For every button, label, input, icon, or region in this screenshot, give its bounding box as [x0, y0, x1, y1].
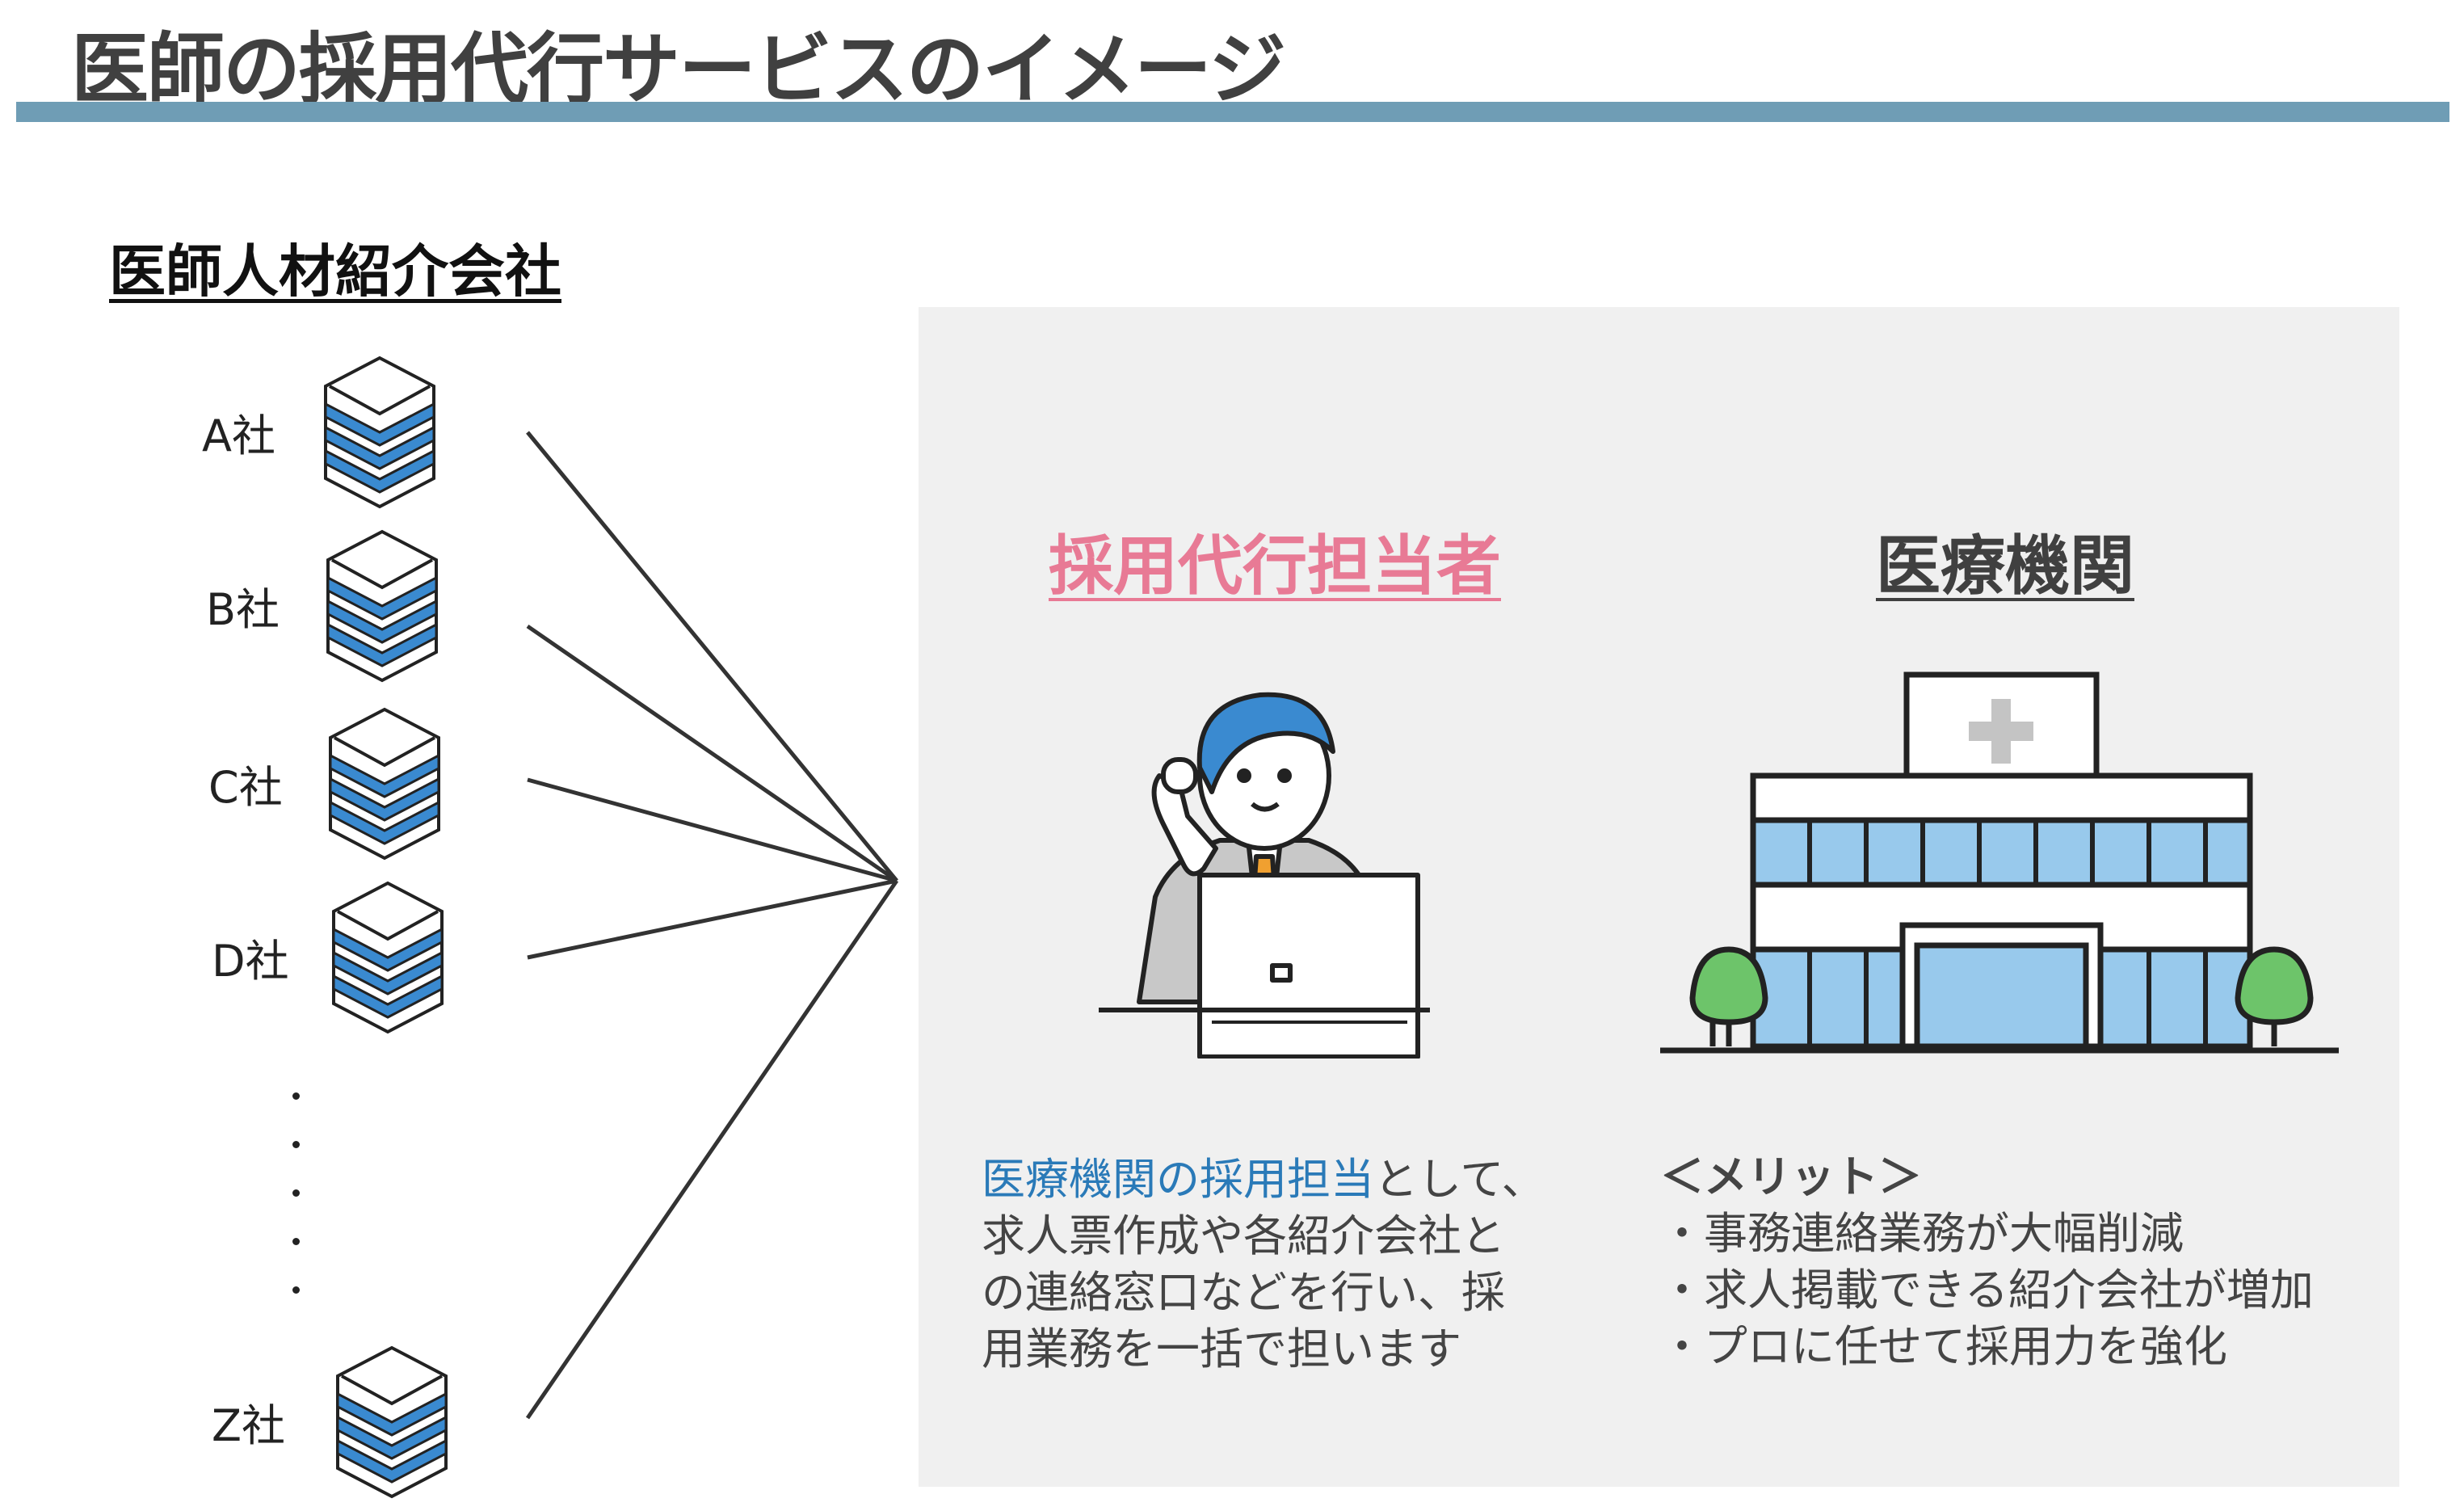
connector-z [525, 879, 899, 1420]
company-label: Z社 [212, 1400, 285, 1451]
company-label: B社 [206, 584, 280, 635]
connector-d [527, 878, 898, 960]
agent-description-highlight: 医療機関の採用担当 [982, 1154, 1374, 1205]
title-divider [16, 102, 2449, 122]
company-building-icon [326, 529, 439, 686]
company-building-icon [323, 356, 436, 512]
agent-description-line: 用業務を一括で担います [982, 1324, 1461, 1374]
hospital-building-icon [1660, 671, 2339, 1054]
ellipsis-dot [292, 1286, 300, 1294]
agent-description-line: として、 [1374, 1154, 1545, 1205]
hospital-heading: 医療機関 [1876, 528, 2134, 604]
company-building-icon [328, 707, 441, 864]
connector-c [527, 777, 898, 883]
company-label: A社 [202, 410, 275, 461]
agent-description-line: の連絡窓口などを行い、採 [982, 1267, 1505, 1318]
page-title: 医師の採用代行サービスのイメージ [71, 24, 1286, 115]
merit-list: ＜メリット＞ ・事務連絡業務が大幅削減 ・求人掲載できる紹介会社が増加 ・プロに… [1660, 1149, 2314, 1375]
agent-description: 医療機関の採用担当として、 求人票作成や各紹介会社と の連絡窓口などを行い、採 … [982, 1151, 1545, 1378]
company-building-icon [335, 1345, 448, 1502]
company-label: C社 [208, 762, 283, 813]
company-label: D社 [212, 936, 289, 987]
merit-item: ・求人掲載できる紹介会社が増加 [1660, 1265, 2314, 1315]
connector-a [526, 431, 898, 882]
recruiter-illustration-icon [1099, 692, 1430, 1059]
merit-item: ・事務連絡業務が大幅削減 [1660, 1208, 2184, 1259]
ellipsis-dot [292, 1189, 300, 1197]
section-title-agencies: 医師人材紹介会社 [109, 238, 561, 305]
agent-heading: 採用代行担当者 [1049, 528, 1501, 604]
ellipsis-dot [292, 1092, 300, 1100]
connector-b [526, 624, 898, 883]
agent-description-line: 求人票作成や各紹介会社と [982, 1210, 1505, 1261]
ellipsis-dot [292, 1238, 300, 1245]
merit-title: ＜メリット＞ [1660, 1151, 1922, 1202]
ellipsis-dot [292, 1141, 300, 1148]
merit-item: ・プロに任せて採用力を強化 [1660, 1321, 2227, 1372]
company-building-icon [331, 881, 444, 1037]
